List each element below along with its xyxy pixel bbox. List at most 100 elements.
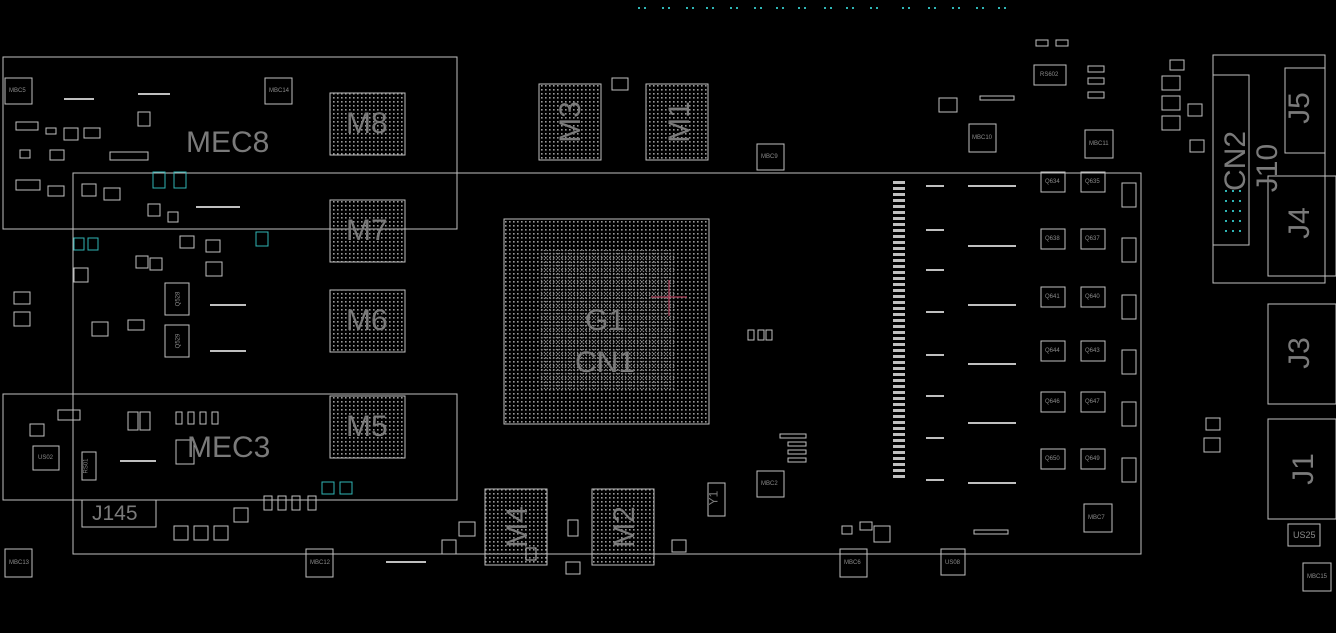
mbc10-label: MBC10	[972, 135, 993, 141]
mbc10-pad	[968, 123, 997, 153]
mbc12-label: MBC12	[310, 560, 331, 566]
memory-m3	[538, 83, 602, 161]
top-test-point-row	[638, 7, 1006, 9]
mbc2-label: MBC2	[761, 481, 778, 487]
memory-m7	[329, 199, 406, 263]
q529-label: Q529	[175, 333, 182, 349]
memory-m6	[329, 289, 406, 353]
j4-label: J4	[1282, 207, 1316, 239]
mec8-label: MEC8	[186, 126, 270, 159]
m3-label: M3	[553, 101, 587, 143]
q637-pad	[1080, 228, 1106, 250]
mbc5-label: MBC5	[9, 88, 26, 94]
q635-label: Q635	[1085, 179, 1100, 185]
mbc12-pad	[305, 548, 334, 578]
q644-pad	[1040, 340, 1066, 362]
us02-pad	[32, 445, 60, 471]
rs01-pad	[81, 451, 97, 481]
connector-pin-column	[893, 178, 905, 478]
memory-m1	[645, 83, 709, 161]
memory-m4	[484, 488, 548, 566]
mbc15-label: MBC15	[1307, 574, 1328, 580]
m4-label: M4	[500, 506, 534, 548]
j5-label: J5	[1282, 92, 1316, 124]
j4-connector-outline	[1267, 175, 1336, 277]
q640-pad	[1080, 286, 1106, 308]
j3-label: J3	[1282, 337, 1316, 369]
us08-label: US08	[945, 560, 961, 566]
q634-label: Q634	[1045, 179, 1060, 185]
y1-crystal-outline	[707, 482, 726, 517]
mbc9-label: MBC9	[761, 154, 778, 160]
us25-label: US25	[1293, 530, 1316, 540]
q641-label: Q641	[1045, 294, 1060, 300]
mbc11-label: MBC11	[1089, 141, 1109, 147]
q646-pad	[1040, 391, 1066, 413]
j5-connector-outline	[1284, 67, 1326, 154]
q644-label: Q644	[1045, 348, 1060, 354]
mbc13-pad	[4, 548, 33, 578]
q643-label: Q643	[1085, 348, 1100, 354]
mbc7-pad	[1083, 503, 1113, 533]
mbc11-pad	[1084, 129, 1114, 159]
j145-connector-outline	[81, 499, 157, 528]
us02-label: US02	[38, 455, 54, 461]
m5-label: M5	[346, 410, 388, 443]
mbc2-pad	[756, 470, 785, 498]
cn2-label: CN2	[1219, 130, 1253, 192]
us08-pad	[940, 548, 966, 576]
q637-label: Q637	[1085, 236, 1100, 242]
j145-label: J145	[92, 502, 138, 525]
q529-pad	[164, 324, 190, 358]
q646-label: Q646	[1045, 399, 1060, 405]
cn1-label: CN1	[575, 346, 636, 379]
q638-pad	[1040, 228, 1066, 250]
mbc5-pad	[4, 77, 33, 105]
m6-label: M6	[346, 304, 388, 337]
memory-m5	[329, 395, 406, 459]
q635-pad	[1080, 171, 1106, 193]
mbc14-label: MBC14	[269, 88, 290, 94]
mbc15-pad	[1302, 562, 1332, 592]
j3-connector-outline	[1267, 303, 1336, 405]
mec3-label: MEC3	[187, 431, 271, 464]
mec8-region-outline	[2, 56, 458, 230]
q649-label: Q649	[1085, 456, 1100, 462]
mbc9-pad	[756, 143, 785, 171]
q641-pad	[1040, 286, 1066, 308]
q634-pad	[1040, 171, 1066, 193]
q528-label: Q528	[175, 291, 182, 307]
q647-pad	[1080, 391, 1106, 413]
q650-label: Q650	[1045, 456, 1060, 462]
rs602-pad	[1033, 64, 1067, 86]
cn2-pin-array	[1225, 190, 1241, 232]
mbc6-pad	[839, 548, 868, 578]
mbc14-pad	[264, 77, 293, 105]
y1-label: Y1	[706, 490, 721, 506]
m1-label: M1	[662, 101, 696, 143]
mec3-region-outline	[2, 393, 458, 501]
q649-pad	[1080, 448, 1106, 470]
j1-label: J1	[1286, 453, 1320, 485]
m8-label: M8	[346, 107, 388, 140]
mbc6-label: MBC6	[844, 560, 861, 566]
memory-m8	[329, 92, 406, 156]
g1-bga-footprint	[503, 218, 710, 425]
rs01-label: RS01	[83, 458, 90, 474]
j10-connector-body	[1212, 74, 1250, 246]
mbc7-label: MBC7	[1088, 515, 1105, 521]
q643-pad	[1080, 340, 1106, 362]
mbc13-label: MBC13	[9, 560, 30, 566]
q640-label: Q640	[1085, 294, 1100, 300]
q528-pad	[164, 282, 190, 316]
q638-label: Q638	[1045, 236, 1060, 242]
j10-label: J10	[1251, 143, 1285, 193]
j1-connector-outline	[1267, 418, 1336, 520]
q647-label: Q647	[1085, 399, 1100, 405]
g1-label: G1	[585, 304, 626, 337]
m7-label: M7	[346, 214, 388, 247]
memory-m2	[591, 488, 655, 566]
m2-label: M2	[607, 506, 641, 548]
small-component-cluster	[13, 39, 1221, 575]
